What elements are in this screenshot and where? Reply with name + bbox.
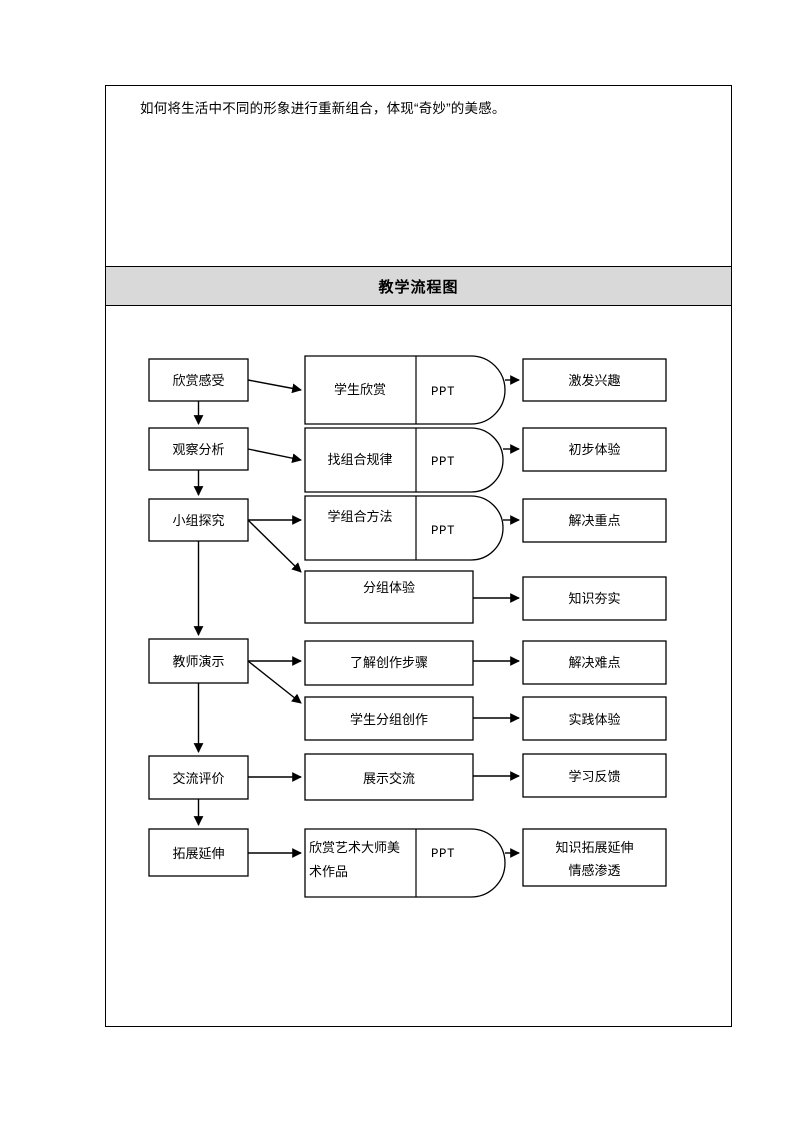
activity-6-label: 学生分组创作 <box>350 712 428 727</box>
activity-8-label-line2: 术作品 <box>309 864 348 879</box>
outcome-2-label: 初步体验 <box>568 442 620 457</box>
flowchart-row: 欣赏感受 观察分析 小组探究 教师演示 交流评价 <box>106 306 731 1026</box>
activity-7[interactable]: 展示交流 <box>304 753 474 801</box>
activity-8-label-line1: 欣赏艺术大师美 <box>309 840 400 855</box>
intro-paragraph: 如何将生活中不同的形象进行重新组合，体现“奇妙”的美感。 <box>140 101 506 116</box>
outcome-8[interactable]: 知识拓展延伸 情感渗透 <box>522 828 667 887</box>
stage-5-label: 交流评价 <box>172 771 224 786</box>
stage-6[interactable]: 拓展延伸 <box>148 828 249 877</box>
outcome-1[interactable]: 激发兴趣 <box>522 358 667 402</box>
outcome-6-label: 实践体验 <box>568 712 620 727</box>
activity-1-media-label: PPT <box>431 385 455 399</box>
outcome-2[interactable]: 初步体验 <box>522 427 667 472</box>
activity-4-label: 分组体验 <box>363 580 415 595</box>
activity-3[interactable]: 学组合方法 PPT <box>304 495 504 561</box>
arrow-stage2-activity2 <box>247 448 302 464</box>
stage-2[interactable]: 观察分析 <box>148 427 249 471</box>
activity-7-label: 展示交流 <box>363 771 415 786</box>
outcome-3-label: 解决重点 <box>568 513 620 528</box>
outcome-4-label: 知识夯实 <box>568 591 620 606</box>
intro-row: 如何将生活中不同的形象进行重新组合，体现“奇妙”的美感。 <box>106 86 731 267</box>
outcome-5-label: 解决难点 <box>568 655 620 670</box>
document-table: 如何将生活中不同的形象进行重新组合，体现“奇妙”的美感。 教学流程图 欣赏感受 <box>105 85 732 1027</box>
activity-5-label: 了解创作步骤 <box>350 655 428 670</box>
stage-1-label: 欣赏感受 <box>172 373 224 388</box>
section-title: 教学流程图 <box>378 278 459 296</box>
stage-4-label: 教师演示 <box>172 654 224 669</box>
outcome-5[interactable]: 解决难点 <box>522 640 667 685</box>
outcome-8-label-line1: 知识拓展延伸 <box>555 840 633 855</box>
stage-6-label: 拓展延伸 <box>172 846 224 861</box>
activity-2-media-label: PPT <box>431 455 455 469</box>
activity-1-label: 学生欣赏 <box>334 382 386 397</box>
outcome-7-label: 学习反馈 <box>568 769 620 784</box>
stage-3-label: 小组探究 <box>172 513 224 528</box>
stage-4[interactable]: 教师演示 <box>148 638 249 684</box>
activity-8-media-label: PPT <box>431 847 455 861</box>
outcome-8-label-line2: 情感渗透 <box>568 863 620 878</box>
outcome-7[interactable]: 学习反馈 <box>522 753 667 798</box>
arrow-stage3-activity4 <box>247 519 302 573</box>
activity-3-media-label: PPT <box>431 524 455 538</box>
outcome-3[interactable]: 解决重点 <box>522 498 667 543</box>
activity-6[interactable]: 学生分组创作 <box>304 696 474 741</box>
activity-5[interactable]: 了解创作步骤 <box>304 640 474 686</box>
arrow-stage1-activity1 <box>247 379 302 394</box>
section-header-row: 教学流程图 <box>106 267 731 306</box>
teaching-flowchart: 欣赏感受 观察分析 小组探究 教师演示 交流评价 <box>148 355 667 898</box>
activity-1[interactable]: 学生欣赏 PPT <box>304 355 506 425</box>
stage-1[interactable]: 欣赏感受 <box>148 358 249 402</box>
activity-2[interactable]: 找组合规律 PPT <box>304 427 504 493</box>
outcome-1-label: 激发兴趣 <box>568 373 620 388</box>
stage-5[interactable]: 交流评价 <box>148 755 249 800</box>
activity-3-label: 学组合方法 <box>327 509 392 524</box>
outcome-6[interactable]: 实践体验 <box>522 696 667 741</box>
arrow-stage4-activity6 <box>247 660 302 704</box>
stage-2-label: 观察分析 <box>172 442 224 457</box>
activity-4[interactable]: 分组体验 <box>304 570 474 624</box>
activity-8[interactable]: 欣赏艺术大师美 术作品 PPT <box>304 828 506 898</box>
activity-2-label: 找组合规律 <box>327 452 392 467</box>
stage-3[interactable]: 小组探究 <box>148 498 249 542</box>
outcome-4[interactable]: 知识夯实 <box>522 576 667 621</box>
